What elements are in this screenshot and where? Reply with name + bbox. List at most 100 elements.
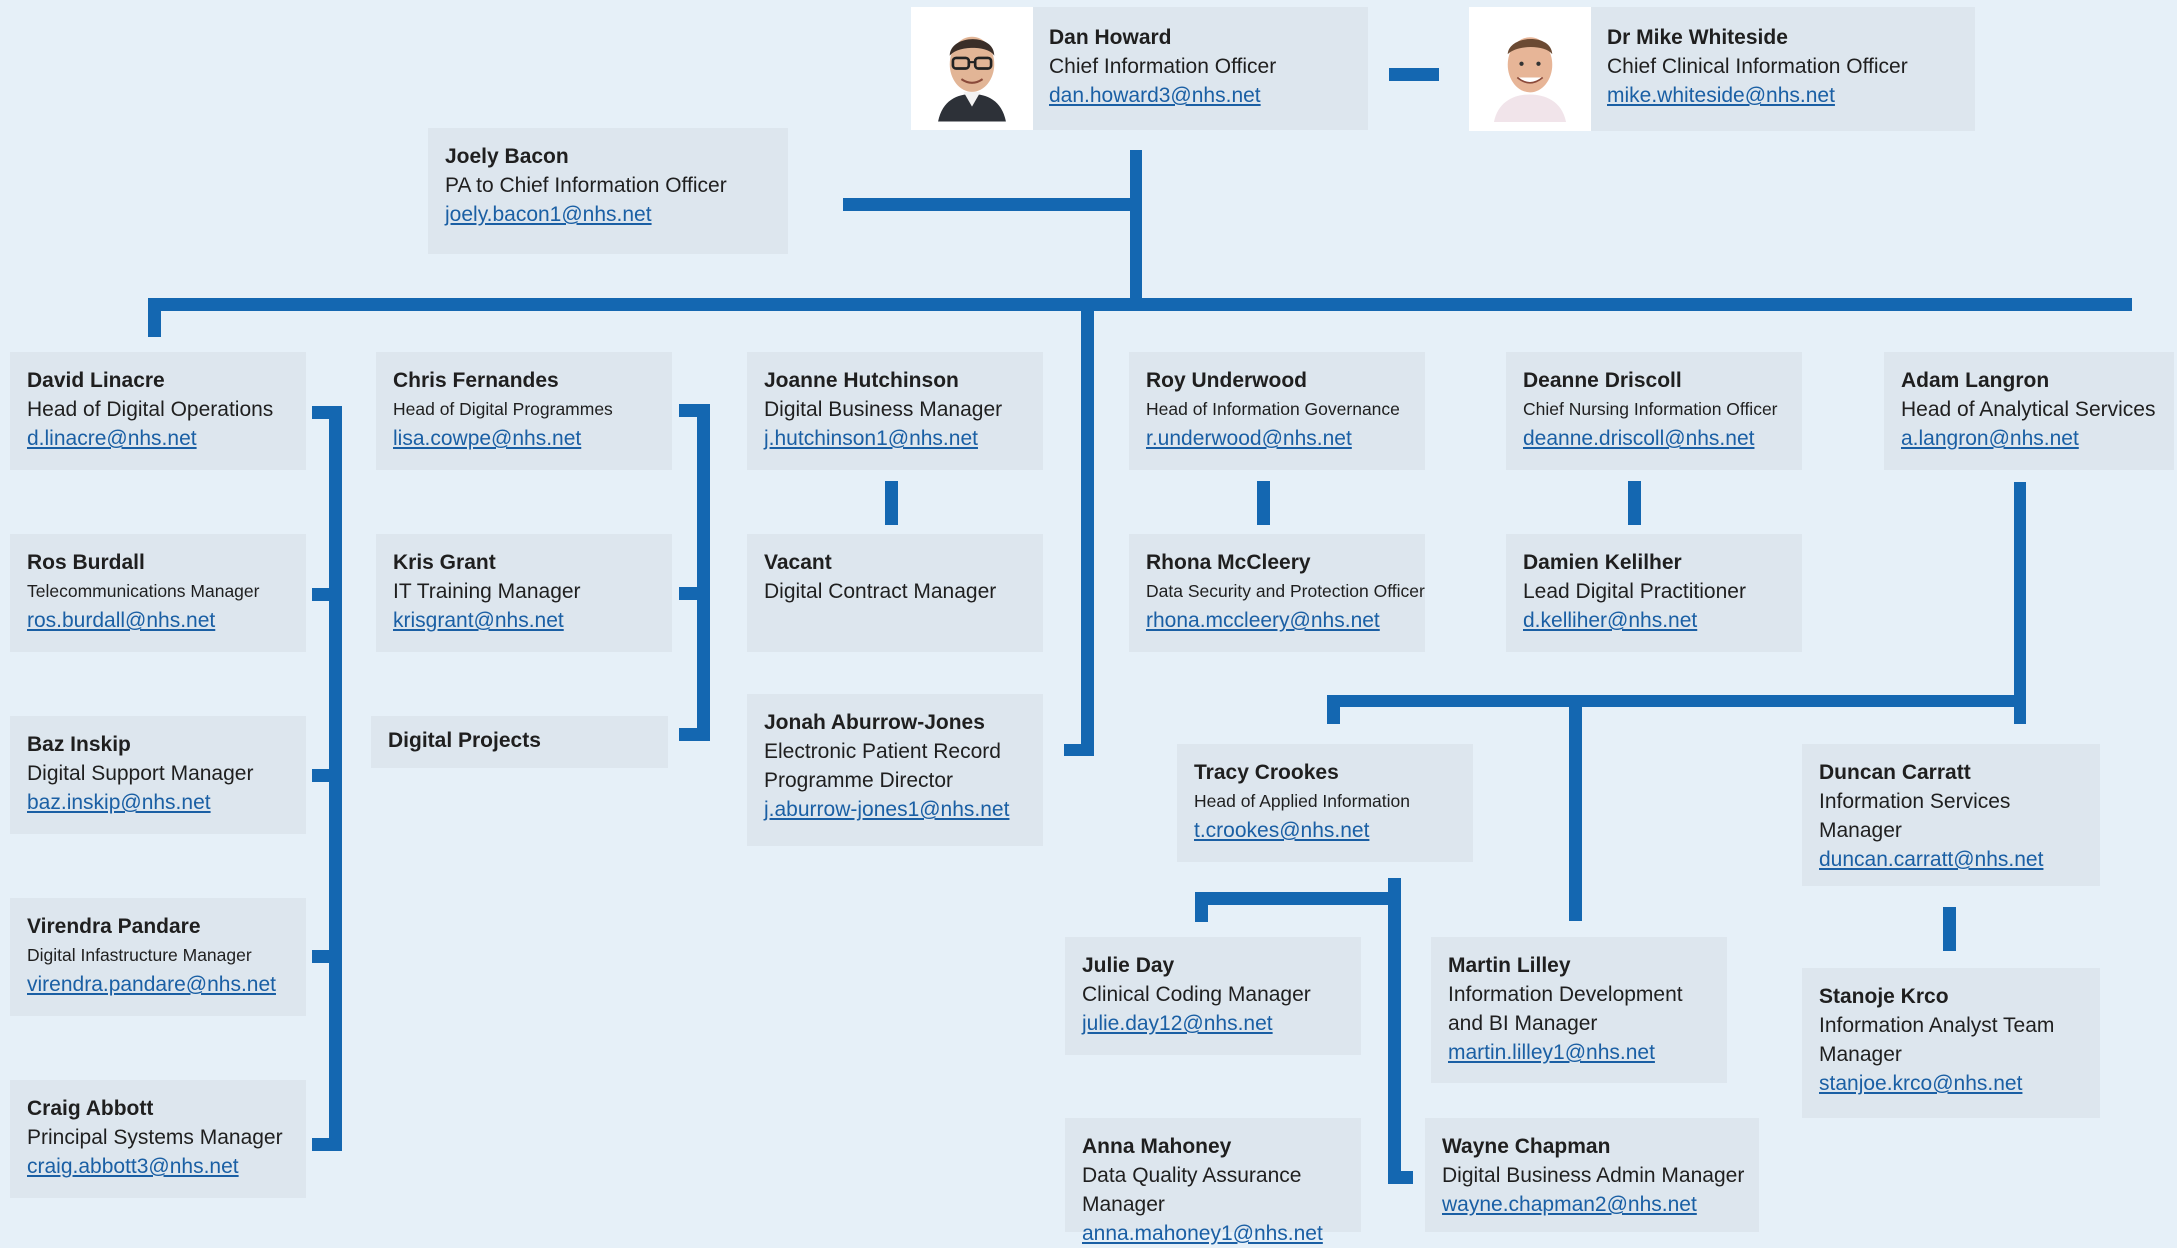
person-card-baz-inskip: Baz Inskip Digital Support Manager baz.i…: [10, 716, 306, 834]
person-card-dan-howard: Dan Howard Chief Information Officer dan…: [911, 7, 1368, 130]
person-card-jonah-aburrow-jones: Jonah Aburrow-Jones Electronic Patient R…: [747, 694, 1043, 846]
person-title: Telecommunications Manager: [27, 581, 260, 601]
email-link[interactable]: stanjoe.krco@nhs.net: [1819, 1072, 2023, 1095]
person-title: PA to Chief Information Officer: [445, 174, 727, 197]
person-name: Craig Abbott: [27, 1097, 154, 1120]
connector: [312, 950, 342, 963]
email-link[interactable]: joely.bacon1@nhs.net: [445, 203, 652, 226]
person-name: Tracy Crookes: [1194, 761, 1339, 784]
connector: [312, 406, 342, 419]
person-name: Ros Burdall: [27, 551, 145, 574]
connector: [1195, 892, 1401, 905]
person-card-adam-langron: Adam Langron Head of Analytical Services…: [1884, 352, 2174, 470]
connector: [843, 198, 1140, 211]
person-title: Electronic Patient Record Programme Dire…: [764, 740, 1001, 792]
connector: [885, 481, 898, 525]
connector: [1943, 907, 1956, 951]
email-link[interactable]: lisa.cowpe@nhs.net: [393, 427, 582, 450]
person-card-julie-day: Julie Day Clinical Coding Manager julie.…: [1065, 937, 1361, 1055]
person-name: Joanne Hutchinson: [764, 369, 959, 392]
person-title: Head of Applied Information: [1194, 791, 1410, 811]
person-title: Information Analyst Team Manager: [1819, 1014, 2055, 1066]
connector: [1389, 68, 1439, 81]
person-title: Digital Business Manager: [764, 398, 1003, 421]
person-card-vacant: Vacant Digital Contract Manager: [747, 534, 1043, 652]
person-title: Principal Systems Manager: [27, 1126, 283, 1149]
person-name: Jonah Aburrow-Jones: [764, 711, 985, 734]
person-name: Chris Fernandes: [393, 369, 559, 392]
connector: [1195, 892, 1208, 922]
email-link[interactable]: a.langron@nhs.net: [1901, 427, 2079, 450]
person-name: David Linacre: [27, 369, 165, 392]
person-photo-icon: [919, 15, 1025, 122]
person-card-chris-fernandes: Chris Fernandes Head of Digital Programm…: [376, 352, 672, 470]
person-card-duncan-carratt: Duncan Carratt Information Services Mana…: [1802, 744, 2100, 886]
email-link[interactable]: r.underwood@nhs.net: [1146, 427, 1352, 450]
email-link[interactable]: duncan.carratt@nhs.net: [1819, 848, 2044, 871]
person-card-tracy-crookes: Tracy Crookes Head of Applied Informatio…: [1177, 744, 1473, 862]
connector: [2014, 482, 2026, 724]
person-card-david-linacre: David Linacre Head of Digital Operations…: [10, 352, 306, 470]
email-link[interactable]: wayne.chapman2@nhs.net: [1442, 1193, 1697, 1216]
person-name: Duncan Carratt: [1819, 761, 1971, 784]
person-card-anna-mahoney: Anna Mahoney Data Quality Assurance Mana…: [1065, 1118, 1361, 1245]
person-card-wayne-chapman: Wayne Chapman Digital Business Admin Man…: [1425, 1118, 1759, 1232]
email-link[interactable]: deanne.driscoll@nhs.net: [1523, 427, 1755, 450]
connector: [1628, 481, 1641, 525]
email-link[interactable]: virendra.pandare@nhs.net: [27, 973, 276, 996]
connector: [697, 404, 710, 741]
connector: [312, 1138, 342, 1151]
email-link[interactable]: krisgrant@nhs.net: [393, 609, 564, 632]
person-card-rhona-mccleery: Rhona McCleery Data Security and Protect…: [1129, 534, 1425, 652]
email-link[interactable]: mike.whiteside@nhs.net: [1607, 84, 1835, 107]
email-link[interactable]: j.aburrow-jones1@nhs.net: [764, 798, 1010, 821]
person-title: Head of Information Governance: [1146, 399, 1400, 419]
connector: [679, 728, 710, 741]
person-name: Kris Grant: [393, 551, 496, 574]
avatar: [911, 7, 1033, 130]
person-title: Data Quality Assurance Manager: [1082, 1164, 1302, 1216]
person-card-damien-kelilher: Damien Kelilher Lead Digital Practitione…: [1506, 534, 1802, 652]
person-name: Deanne Driscoll: [1523, 369, 1682, 392]
connector: [679, 587, 710, 600]
person-card-mike-whiteside: Dr Mike Whiteside Chief Clinical Informa…: [1469, 7, 1975, 131]
connector: [679, 404, 710, 417]
person-title: Chief Nursing Information Officer: [1523, 399, 1778, 419]
email-link[interactable]: julie.day12@nhs.net: [1082, 1012, 1273, 1035]
connector: [1569, 695, 1582, 921]
person-card-joely-bacon: Joely Bacon PA to Chief Information Offi…: [428, 128, 788, 254]
email-link[interactable]: baz.inskip@nhs.net: [27, 791, 211, 814]
email-link[interactable]: j.hutchinson1@nhs.net: [764, 427, 978, 450]
connector: [1388, 1171, 1413, 1184]
person-title: Head of Digital Programmes: [393, 399, 613, 419]
email-link[interactable]: craig.abbott3@nhs.net: [27, 1155, 239, 1178]
email-link[interactable]: anna.mahoney1@nhs.net: [1082, 1222, 1323, 1245]
person-name: Adam Langron: [1901, 369, 2050, 392]
connector: [1130, 150, 1142, 302]
connector: [148, 298, 161, 337]
person-title: Head of Analytical Services: [1901, 398, 2156, 421]
person-name: Joely Bacon: [445, 145, 569, 168]
email-link[interactable]: rhona.mccleery@nhs.net: [1146, 609, 1380, 632]
connector: [1257, 481, 1270, 525]
person-name: Stanoje Krco: [1819, 985, 1949, 1008]
email-link[interactable]: dan.howard3@nhs.net: [1049, 84, 1261, 107]
connector: [1064, 744, 1094, 756]
person-title: Chief Clinical Information Officer: [1607, 55, 1908, 78]
person-title: Head of Digital Operations: [27, 398, 274, 421]
person-title: Lead Digital Practitioner: [1523, 580, 1746, 603]
email-link[interactable]: martin.lilley1@nhs.net: [1448, 1041, 1655, 1064]
person-card-roy-underwood: Roy Underwood Head of Information Govern…: [1129, 352, 1425, 470]
email-link[interactable]: d.kelliher@nhs.net: [1523, 609, 1698, 632]
connector: [312, 588, 342, 601]
person-title: Digital Infastructure Manager: [27, 945, 252, 965]
person-name: Dr Mike Whiteside: [1607, 26, 1788, 49]
email-link[interactable]: d.linacre@nhs.net: [27, 427, 197, 450]
person-card-stanoje-krco: Stanoje Krco Information Analyst Team Ma…: [1802, 968, 2100, 1118]
connector: [1081, 308, 1094, 756]
email-link[interactable]: t.crookes@nhs.net: [1194, 819, 1370, 842]
email-link[interactable]: ros.burdall@nhs.net: [27, 609, 216, 632]
person-title: Digital Contract Manager: [764, 580, 997, 603]
avatar: [1469, 7, 1591, 131]
person-title: Digital Business Admin Manager: [1442, 1164, 1745, 1187]
